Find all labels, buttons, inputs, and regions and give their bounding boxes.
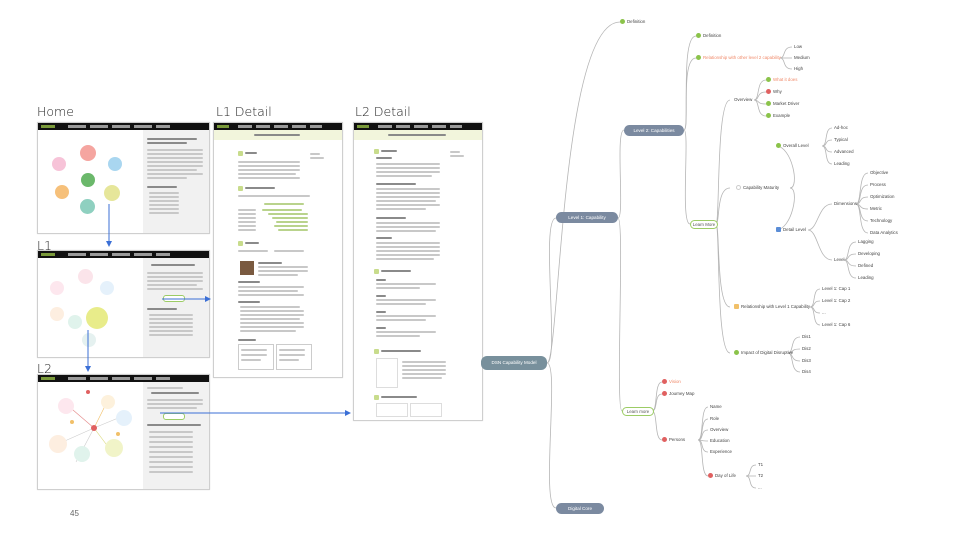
- l1-cap-ellipsis[interactable]: ...: [822, 310, 826, 315]
- impact-dis4[interactable]: Dis4: [802, 369, 811, 374]
- overview-why[interactable]: Why: [766, 89, 782, 95]
- mindmap-definition[interactable]: Definition: [620, 19, 645, 25]
- relationship-high[interactable]: High: [794, 66, 804, 71]
- level-developing[interactable]: Developing: [858, 251, 880, 256]
- level-lagging[interactable]: Lagging: [858, 239, 874, 244]
- check-icon: [766, 101, 771, 106]
- check-icon: [620, 19, 625, 24]
- mindmap-overview[interactable]: Overview: [734, 97, 753, 102]
- day-t2[interactable]: T2: [758, 473, 764, 478]
- page-number: 45: [70, 509, 79, 518]
- level-defined[interactable]: Defined: [858, 263, 874, 268]
- dimension-technology[interactable]: Technology: [870, 218, 893, 223]
- flag-icon: [662, 379, 667, 384]
- mindmap-relationship-other[interactable]: Relationship with other level 2 capabili…: [696, 55, 781, 61]
- impact-dis2[interactable]: Dis2: [802, 346, 811, 351]
- overall-adhoc[interactable]: Ad-hoc: [834, 125, 848, 130]
- check-icon: [696, 33, 701, 38]
- relationship-medium[interactable]: Medium: [794, 55, 810, 60]
- mindmap-learn-more[interactable]: Learn More: [690, 220, 718, 229]
- l1-label: L1: [37, 238, 52, 253]
- mindmap-day-of-life[interactable]: Day of Life: [708, 473, 736, 479]
- level-leading[interactable]: Leading: [858, 275, 874, 280]
- l2-detail-label: L2 Detail: [355, 104, 411, 119]
- overview-market[interactable]: Market Driver: [766, 101, 799, 107]
- dimension-process[interactable]: Process: [870, 182, 886, 187]
- l1-cap-2[interactable]: Level 1: Cap 2: [822, 298, 851, 303]
- l1-cap-1[interactable]: Level 1: Cap 1: [822, 286, 851, 291]
- relationship-low[interactable]: Low: [794, 44, 803, 49]
- learn-more-button[interactable]: [163, 413, 185, 420]
- l2-label: L2: [37, 361, 52, 376]
- home-screenshot[interactable]: [37, 122, 210, 234]
- dimension-metric[interactable]: Metric: [870, 206, 882, 211]
- check-icon: [734, 350, 739, 355]
- flag-icon: [662, 437, 667, 442]
- mindmap-personas[interactable]: Persons: [662, 437, 685, 443]
- mindmap-level1[interactable]: Level 1: Capability: [556, 212, 618, 223]
- doc-icon: [776, 227, 781, 232]
- capability-circle[interactable]: [104, 185, 120, 201]
- l2-network-graph: [49, 390, 132, 463]
- impact-dis1[interactable]: Dis1: [802, 334, 811, 339]
- capability-circle[interactable]: [81, 173, 95, 187]
- mindmap-level[interactable]: Level: [834, 257, 845, 262]
- day-ellipsis[interactable]: ...: [758, 485, 762, 490]
- persona-education[interactable]: Education: [710, 438, 730, 443]
- mindmap-relationship-l1[interactable]: Relationship with Level 1 Capability: [734, 304, 810, 310]
- capability-circle[interactable]: [55, 185, 69, 199]
- flag-icon: [766, 89, 771, 94]
- l2-screenshot[interactable]: [37, 374, 210, 490]
- overall-advanced[interactable]: Advanced: [834, 149, 854, 154]
- mindmap-definition-2[interactable]: Definition: [696, 33, 721, 39]
- check-icon: [696, 55, 701, 60]
- l1-screenshot[interactable]: [37, 250, 210, 358]
- flag-icon: [662, 391, 667, 396]
- mindmap-level2[interactable]: Level 2: Capabilities: [624, 125, 684, 136]
- mindmap-capability-maturity[interactable]: Capability Maturity: [736, 185, 779, 191]
- day-t1[interactable]: T1: [758, 462, 764, 467]
- mindmap-learn-more-2[interactable]: Learn more: [622, 407, 654, 416]
- capability-circle[interactable]: [52, 157, 66, 171]
- capability-circle[interactable]: [108, 157, 122, 171]
- dimension-data-analytics[interactable]: Data Analytics: [870, 230, 898, 235]
- overall-typical[interactable]: Typical: [834, 137, 848, 142]
- impact-dis3[interactable]: Dis3: [802, 358, 811, 363]
- mindmap-overall-level[interactable]: Overall Level: [776, 143, 809, 149]
- overview-example[interactable]: Example: [766, 113, 790, 119]
- check-icon: [776, 143, 781, 148]
- overview-what[interactable]: What it does: [766, 77, 797, 83]
- capability-circle[interactable]: [80, 145, 96, 161]
- home-label: Home: [37, 104, 74, 119]
- mindmap-journey-map[interactable]: Journey Map: [662, 391, 694, 397]
- mindmap-vision[interactable]: Vision: [662, 379, 681, 385]
- l1-cap-6[interactable]: Level 1: Cap 6: [822, 322, 851, 327]
- l2-detail-screenshot[interactable]: [353, 122, 483, 421]
- mindmap-digital-core[interactable]: Digital Core: [556, 503, 604, 514]
- check-icon: [766, 77, 771, 82]
- check-icon: [766, 113, 771, 118]
- persona-experience[interactable]: Experience: [710, 449, 732, 454]
- persona-role[interactable]: Role: [710, 416, 720, 421]
- mindmap-impact[interactable]: Impact of Digital Disruptive: [734, 350, 793, 356]
- l1-detail-label: L1 Detail: [216, 104, 272, 119]
- folder-icon: [734, 304, 739, 309]
- mindmap-root[interactable]: DSN Capability Model: [481, 356, 547, 370]
- l1-detail-screenshot[interactable]: [213, 122, 343, 378]
- overall-leading[interactable]: Leading: [834, 161, 850, 166]
- mindmap-detail-level[interactable]: Detail Level: [776, 227, 806, 233]
- circle-icon: [736, 185, 741, 190]
- flag-icon: [708, 473, 713, 478]
- persona-overview[interactable]: Overview: [710, 427, 729, 432]
- capability-circle[interactable]: [80, 199, 95, 214]
- dimension-objective[interactable]: Objective: [870, 170, 889, 175]
- persona-name[interactable]: Name: [710, 404, 722, 409]
- mindmap-dimensions[interactable]: Dimensions: [834, 201, 857, 206]
- dimension-optimization[interactable]: Optimization: [870, 194, 895, 199]
